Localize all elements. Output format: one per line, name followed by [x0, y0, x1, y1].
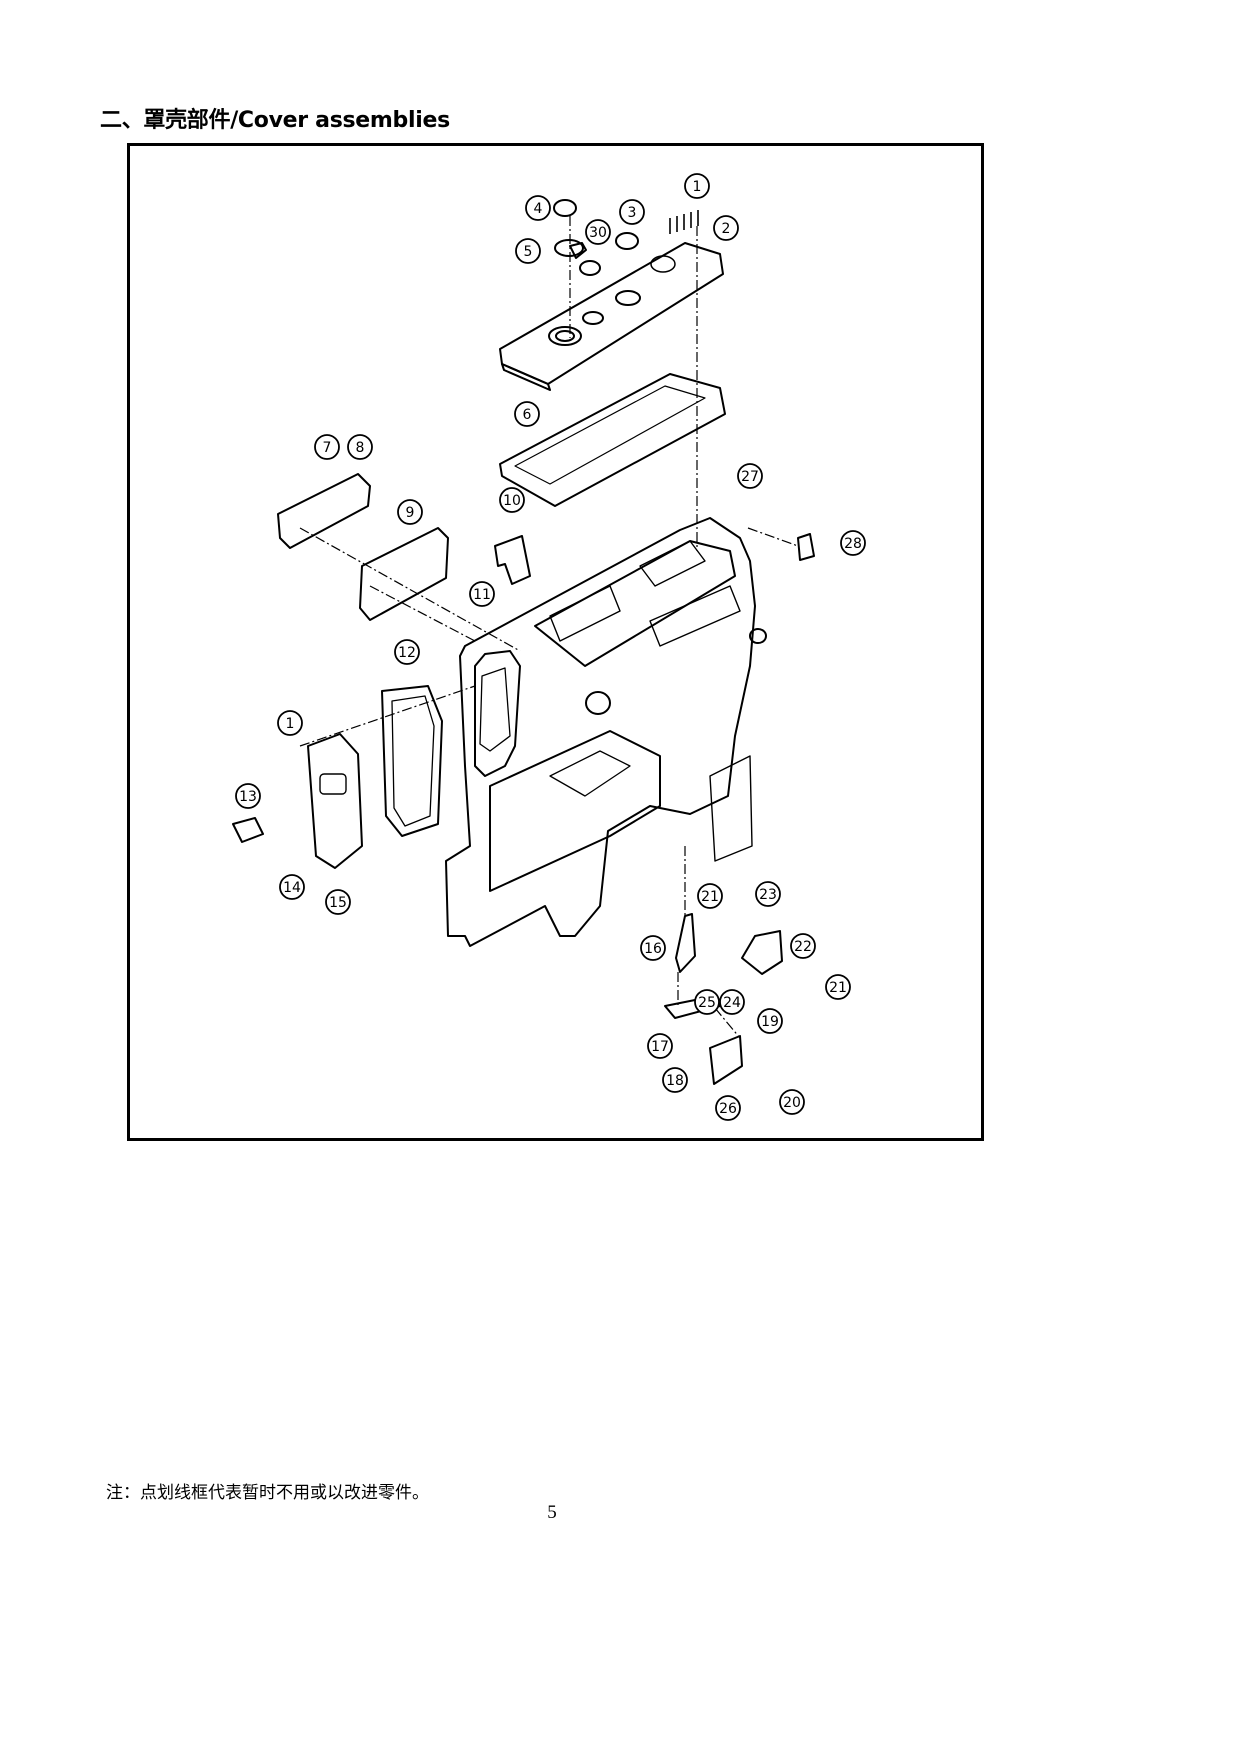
callout-27: 27: [741, 469, 759, 485]
callout-1-left: 1: [286, 716, 295, 732]
callout-7: 7: [323, 440, 332, 456]
plate-23: [741, 930, 783, 975]
bracket-16: [675, 913, 696, 973]
diagram-drawing: 1 2 3 4 5 6 7 8 9 10 11 12 1 13 14 15 16…: [232, 173, 866, 1121]
callout-18: 18: [666, 1073, 684, 1089]
callout-17: 17: [651, 1039, 669, 1055]
side-plate-9: [359, 527, 449, 621]
callout-12: 12: [398, 645, 416, 661]
page-title: 二、罩壳部件/Cover assemblies: [100, 108, 450, 133]
callout-24: 24: [723, 995, 741, 1011]
callout-2: 2: [722, 221, 731, 237]
part-1-screws: [669, 210, 699, 234]
side-gasket-12: [381, 685, 443, 837]
page-number: 5: [547, 1502, 557, 1523]
top-cover-plate: [499, 242, 724, 385]
bracket-11: [494, 535, 531, 585]
part-13: [232, 817, 264, 843]
callout-21-a: 21: [701, 889, 719, 905]
callout-4: 4: [534, 201, 543, 217]
part-3: [615, 232, 639, 250]
callout-8: 8: [356, 440, 365, 456]
part-30: [579, 260, 601, 276]
callout-30: 30: [589, 225, 607, 241]
callout-21-b: 21: [829, 980, 847, 996]
callout-16: 16: [644, 941, 662, 957]
callout-3: 3: [628, 205, 637, 221]
side-plate-8: [277, 473, 371, 549]
callout-13: 13: [239, 789, 257, 805]
callout-9: 9: [406, 505, 415, 521]
callout-1-top: 1: [693, 179, 702, 195]
footnote: 注：点划线框代表暂时不用或以改进零件。: [106, 1483, 429, 1503]
gasket-plate: [499, 373, 726, 507]
callout-26: 26: [719, 1101, 737, 1117]
callout-15: 15: [329, 895, 347, 911]
face-plate-15: [307, 733, 363, 869]
part-28: [797, 533, 815, 561]
machine-body: [445, 517, 756, 947]
callout-25: 25: [698, 995, 716, 1011]
exploded-parts-diagram: 1 2 3 4 5 6 7 8 9 10 11 12 1 13 14 15 16…: [127, 143, 984, 1141]
callout-11: 11: [473, 587, 491, 603]
callout-5: 5: [524, 244, 533, 260]
callout-19: 19: [761, 1014, 779, 1030]
plate-26: [709, 1035, 743, 1085]
callout-20: 20: [783, 1095, 801, 1111]
callout-14: 14: [283, 880, 301, 896]
part-4: [553, 199, 577, 217]
part-5: [554, 239, 584, 257]
callout-6: 6: [523, 407, 532, 423]
callout-23: 23: [759, 887, 777, 903]
callout-28: 28: [844, 536, 862, 552]
callout-22: 22: [794, 939, 812, 955]
callout-10: 10: [503, 493, 521, 509]
